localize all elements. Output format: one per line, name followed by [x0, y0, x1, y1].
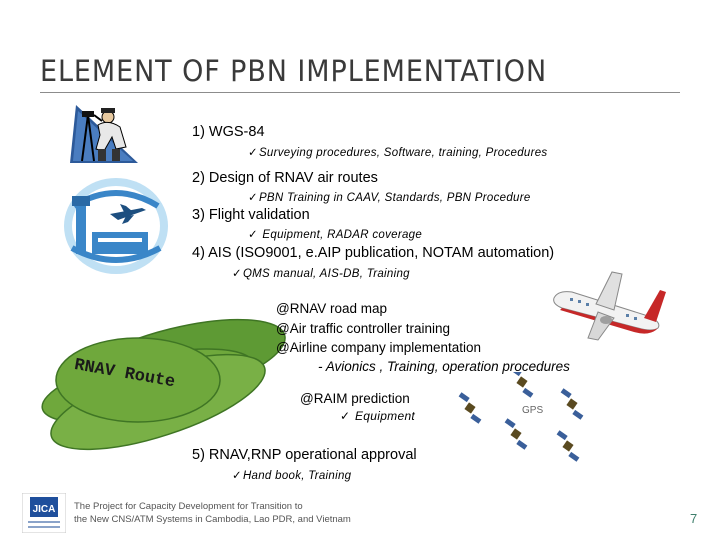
- check-icon: ✓: [232, 268, 242, 280]
- note-airline-implementation: @Airline company implementation: [276, 340, 482, 355]
- item-wgs84: 1) WGS-84: [192, 124, 265, 140]
- item-ais-detail: ✓QMS manual, AIS-DB, Training: [232, 268, 410, 280]
- rnav-route-graphic: [41, 318, 286, 451]
- item-wgs84-detail: ✓Surveying procedures, Software, trainin…: [248, 147, 548, 159]
- note-raim-detail: ✓ Equipment: [340, 409, 416, 423]
- item-rnav-design-detail: ✓PBN Training in CAAV, Standards, PBN Pr…: [248, 192, 531, 204]
- footer-project-text: The Project for Capacity Development for…: [74, 500, 351, 526]
- surveyor-icon: [68, 103, 140, 165]
- satellite-icon: [504, 418, 528, 450]
- note-atc-training: @Air traffic controller training: [276, 321, 451, 336]
- item-flight-validation: 3) Flight validation: [192, 207, 310, 223]
- gps-satellites-graphic: [458, 372, 584, 462]
- item-operational-approval: 5) RNAV,RNP operational approval: [192, 447, 417, 463]
- satellite-icon: [556, 430, 580, 462]
- jica-logo: JICA: [22, 493, 66, 533]
- gps-label: GPS: [522, 405, 544, 416]
- airplane-icon: [553, 271, 666, 341]
- check-icon: ✓: [248, 192, 258, 204]
- check-icon: ✓: [232, 470, 242, 482]
- check-icon: ✓: [340, 409, 351, 423]
- check-icon: ✓: [248, 229, 258, 241]
- footer-line-2: the New CNS/ATM Systems in Cambodia, Lao…: [74, 514, 351, 525]
- note-avionics: - Avionics , Training, operation procedu…: [318, 359, 570, 374]
- jica-logo-text: JICA: [33, 504, 56, 515]
- footer-line-1: The Project for Capacity Development for…: [74, 501, 303, 512]
- item-flight-validation-detail: ✓ Equipment, RADAR coverage: [248, 229, 423, 241]
- satellite-icon: [510, 372, 534, 398]
- check-icon: ✓: [248, 147, 258, 159]
- title-divider: [40, 92, 680, 93]
- slide-title: ELEMENT OF PBN IMPLEMENTATION: [40, 54, 548, 88]
- item-ais: 4) AIS (ISO9001, e.AIP publication, NOTA…: [192, 245, 555, 261]
- item-rnav-design: 2) Design of RNAV air routes: [192, 170, 378, 186]
- note-rnav-road-map: @RNAV road map: [276, 301, 387, 316]
- airport-icon: [64, 178, 168, 274]
- item-operational-approval-detail: ✓Hand book, Training: [232, 470, 352, 482]
- satellite-icon: [560, 388, 584, 420]
- note-raim-prediction: @RAIM prediction: [300, 391, 410, 406]
- satellite-icon: [458, 392, 482, 424]
- page-number: 7: [690, 511, 698, 526]
